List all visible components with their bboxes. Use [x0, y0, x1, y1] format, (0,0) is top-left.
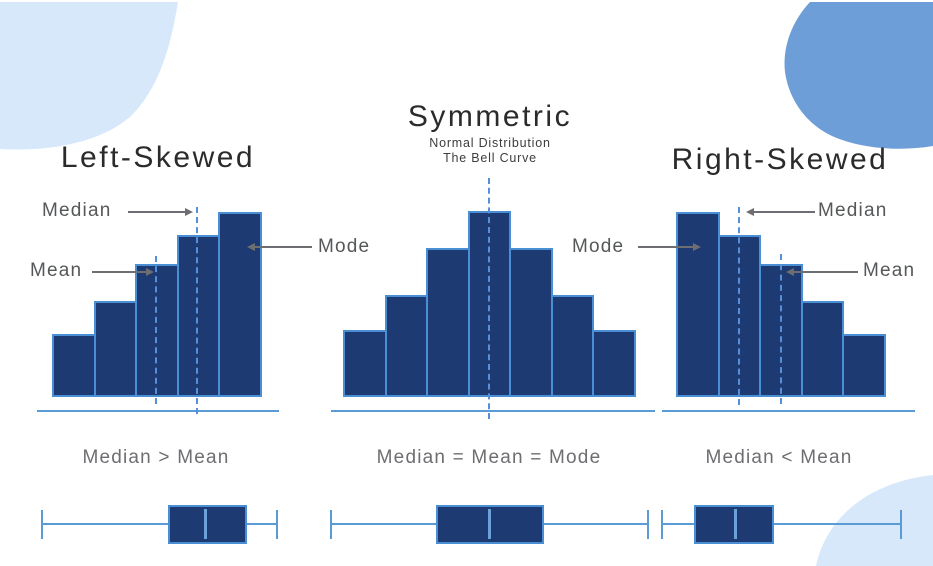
median-line — [734, 509, 737, 539]
right-mode-arrow-line — [638, 246, 694, 248]
right-median-dashed-line — [738, 207, 740, 405]
left-axis-line — [37, 410, 279, 412]
symmetric-title: Symmetric — [407, 100, 573, 133]
left-mode-label: Mode — [318, 236, 371, 257]
whisker-cap-right — [647, 510, 649, 539]
right-mean-dashed-line — [780, 254, 782, 404]
left-relation-text: Median > Mean — [82, 447, 230, 468]
right-median-arrow-line — [753, 211, 815, 213]
whisker-line-right — [247, 523, 276, 525]
symmetric-subtitle-line2: The Bell Curve — [443, 151, 537, 165]
left-median-dashed-line — [196, 207, 198, 414]
whisker-line-right — [774, 523, 900, 525]
iqr-box — [168, 505, 247, 544]
histogram-bar — [592, 330, 637, 397]
whisker-line-left — [330, 523, 436, 525]
left-median-arrow-line — [128, 211, 186, 213]
right-median-label: Median — [818, 200, 888, 221]
histogram-bar — [426, 248, 470, 397]
symmetric-subtitle-line1: Normal Distribution — [429, 136, 551, 150]
left-mean-arrowhead-icon — [146, 268, 154, 276]
histogram-bar — [218, 212, 262, 397]
right-axis-line — [662, 410, 915, 412]
median-line — [204, 509, 207, 539]
middle-relation-text: Median = Mean = Mode — [376, 447, 602, 468]
left-mean-label: Mean — [30, 260, 83, 281]
right-mean-label: Mean — [863, 260, 916, 281]
symmetric-histogram — [343, 211, 637, 397]
left-mode-arrow-line — [254, 246, 312, 248]
histogram-bar — [800, 301, 845, 397]
left-mean-dashed-line — [155, 256, 157, 404]
median-line — [488, 509, 491, 539]
left-median-label: Median — [42, 200, 112, 221]
histogram-bar — [842, 334, 886, 397]
histogram-bar — [384, 295, 429, 397]
right-mode-label: Mode — [572, 236, 625, 257]
left-median-arrowhead-icon — [185, 208, 193, 216]
whisker-cap-right — [900, 510, 902, 539]
middle-axis-line — [331, 410, 655, 412]
whisker-line-left — [41, 523, 168, 525]
whisker-line-right — [544, 523, 647, 525]
center-dashed-line — [488, 178, 490, 419]
right-mean-arrowhead-icon — [786, 268, 794, 276]
left-mode-arrowhead-icon — [247, 243, 255, 251]
whisker-cap-right — [276, 510, 278, 539]
whisker-line-left — [661, 523, 694, 525]
right-mode-arrowhead-icon — [693, 243, 701, 251]
right-median-arrowhead-icon — [746, 208, 754, 216]
right-mean-arrow-line — [793, 271, 858, 273]
right-relation-text: Median < Mean — [705, 447, 853, 468]
left-mean-arrow-line — [92, 271, 147, 273]
left-skewed-histogram — [52, 211, 262, 397]
